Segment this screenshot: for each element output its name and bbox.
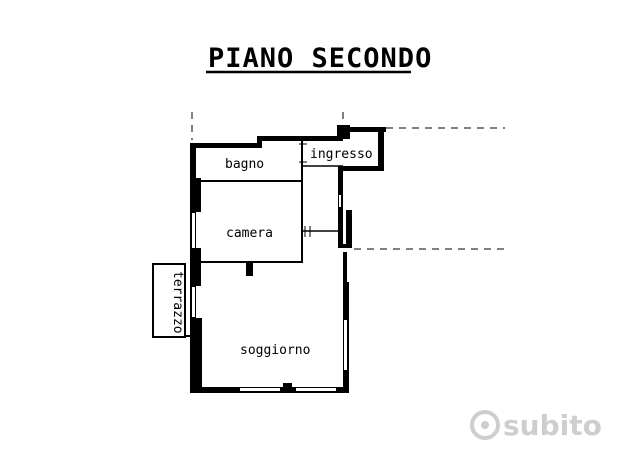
room-label-ingresso: ingresso [310,147,373,162]
room-label-soggiorno: soggiorno [240,343,310,358]
room-label-bagno: bagno [225,157,264,172]
subito-logo-icon [470,410,500,440]
wall-stub [246,262,253,276]
room-label-terrazzo: terrazzo [170,271,185,334]
room-label-camera: camera [226,226,273,241]
window-openings [192,195,347,391]
reference-lines [191,112,505,250]
plan-title: PIANO SECONDO [208,43,432,74]
terrazzo-balcony [152,263,186,338]
watermark-text: subito [503,409,602,442]
subito-watermark: subito [470,409,602,442]
